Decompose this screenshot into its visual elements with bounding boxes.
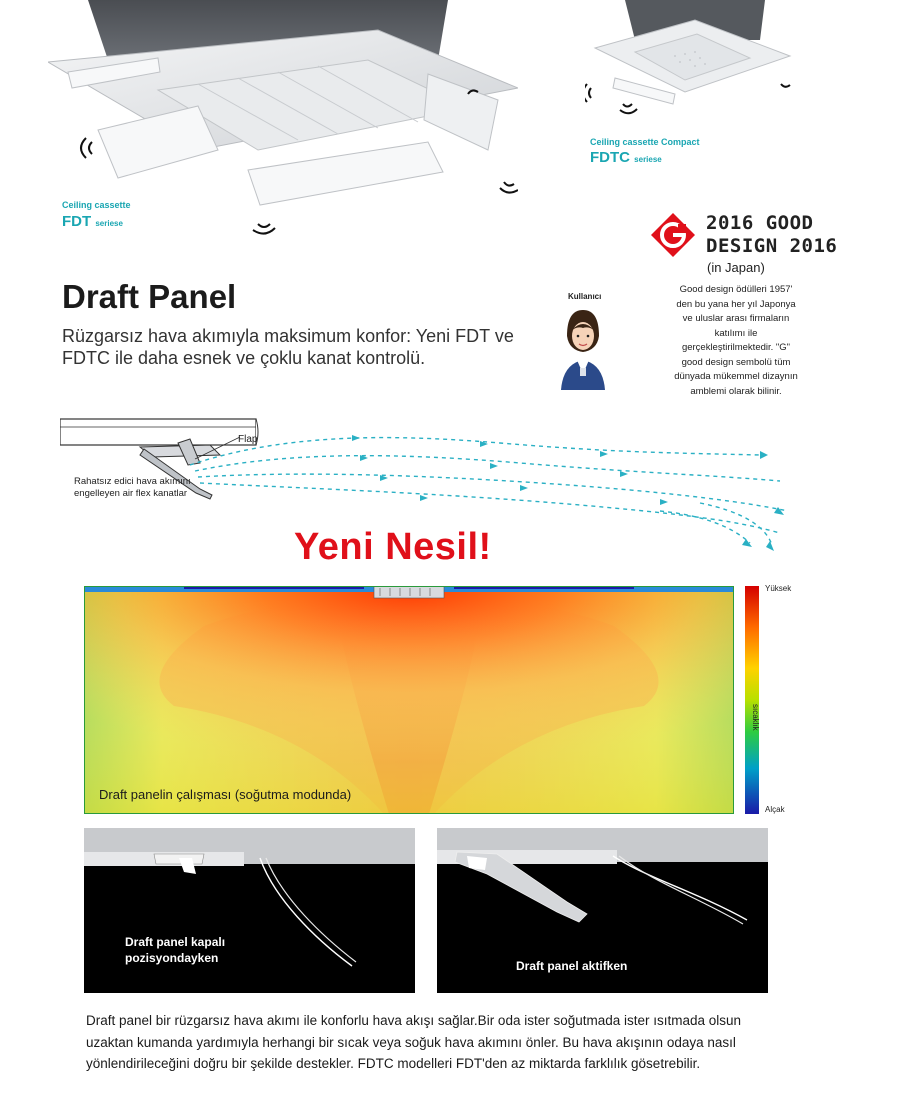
airflow-diagram (60, 418, 789, 551)
photo-panel-closed: Draft panel kapalı pozisyondayken (84, 828, 415, 993)
user-label: Kullanıcı (568, 292, 602, 301)
photo-left-caption-line1: Draft panel kapalı (125, 935, 226, 949)
photo-panel-active-image (437, 828, 768, 925)
fdtc-caption-line1: Ceiling cassette Compact (590, 137, 700, 147)
fdt-caption-line1: Ceiling cassette (62, 200, 131, 210)
body-paragraph: Draft panel bir rüzgarsız hava akımı ile… (86, 1013, 742, 1071)
fdtc-series-label: FDTC seriese (590, 149, 662, 166)
page-title: Draft Panel (62, 278, 237, 315)
scale-high-label: Yüksek (765, 584, 792, 593)
flap-label: Flap (238, 434, 258, 445)
headline: Yeni Nesil! (294, 526, 492, 568)
photo-left-caption-line2: pozisyondayken (125, 951, 219, 965)
good-design-title: 2016 GOOD DESIGN 2016 (706, 212, 837, 258)
scale-mid-label: sıcaklık (751, 704, 760, 731)
good-design-sub: (in Japan) (707, 260, 765, 275)
heatmap-caption: Draft panelin çalışması (soğutma modunda… (99, 787, 352, 802)
fdt-series-label: FDT seriese (62, 213, 123, 230)
temperature-heatmap (84, 586, 734, 814)
ceiling-cassette-fdtc-image (585, 0, 792, 115)
page-subtitle: Rüzgarsız hava akımıyla maksimum konfor:… (62, 326, 514, 368)
photo-panel-closed-image (84, 828, 415, 967)
photo-right-caption: Draft panel aktifken (516, 959, 628, 973)
photo-panel-active: Draft panel aktifken (437, 828, 768, 993)
good-design-line1: 2016 GOOD (706, 212, 814, 234)
photo-left-caption: Draft panel kapalı pozisyondayken (125, 934, 225, 966)
ceiling-cassette-fdt-image (48, 0, 518, 235)
good-design-line2: DESIGN 2016 (706, 235, 838, 257)
temperature-scale-bar (745, 586, 759, 814)
scale-low-label: Alçak (765, 805, 785, 814)
user-illustration (561, 310, 605, 390)
good-design-description: Good design ödülleri 1957' den bu yana h… (674, 284, 798, 397)
airflow-label: Rahatsız edici hava akımını engelleyen a… (74, 476, 191, 499)
good-design-logo (651, 213, 695, 257)
